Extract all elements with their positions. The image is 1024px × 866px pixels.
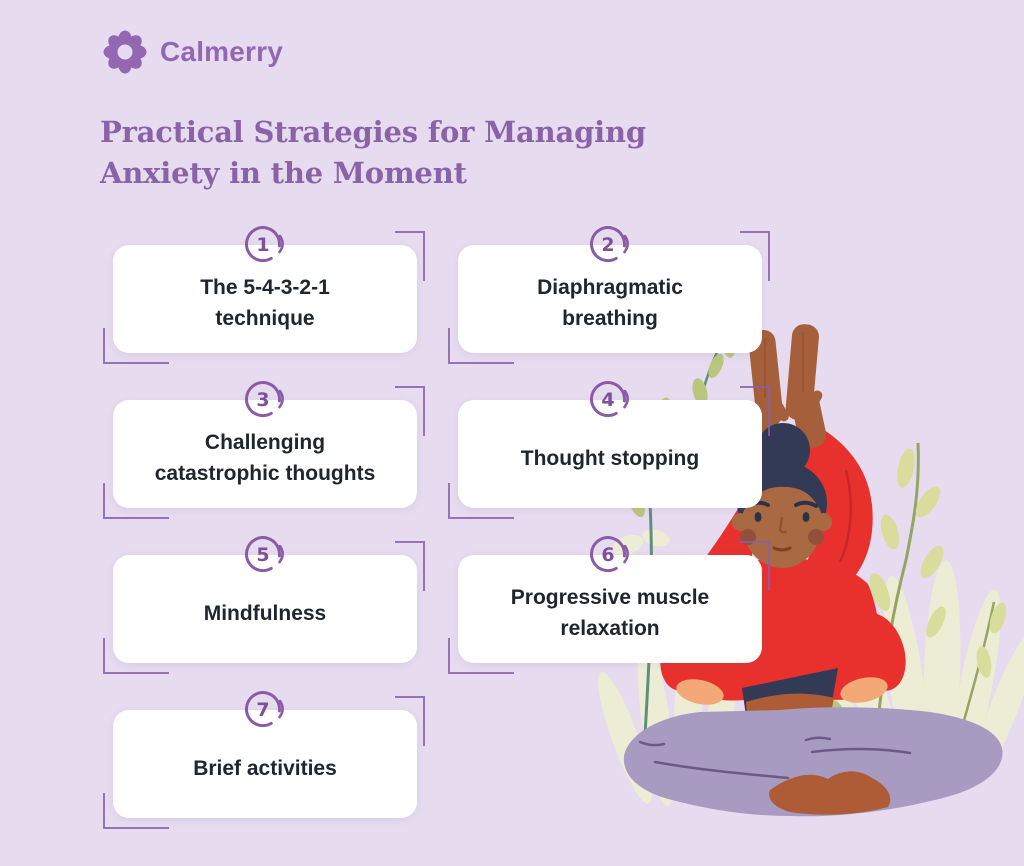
card-label: Brief activities: [193, 756, 337, 780]
badge-number: 1: [256, 234, 269, 256]
card-label: Mindfulness: [203, 601, 327, 625]
corner-bracket-top-right: [395, 231, 425, 281]
strategy-card-4: 4 Thought stopping: [448, 381, 770, 519]
corner-bracket-bottom-left: [448, 638, 514, 674]
badge-number: 7: [256, 699, 269, 721]
number-badge: 3: [245, 381, 284, 418]
corner-bracket-bottom-left: [448, 328, 514, 364]
feet: [769, 771, 891, 815]
card-label: Progressive muscle relaxation: [510, 586, 710, 640]
strategy-card-1: 1 The 5-4-3-2-1 technique: [103, 226, 425, 364]
corner-bracket-bottom-left: [103, 328, 169, 364]
card-label: The 5-4-3-2-1 technique: [200, 276, 330, 330]
number-badge: 7: [245, 691, 284, 728]
branch-right: [859, 442, 1007, 776]
strategy-card-6: 6 Progressive muscle relaxation: [448, 536, 770, 674]
page-title: Practical Strategies for Managing Anxiet…: [100, 112, 646, 194]
card-label: Challenging catastrophic thoughts: [154, 431, 376, 485]
strategy-card-7: 7 Brief activities: [103, 691, 425, 829]
branch-left: [624, 334, 848, 744]
strategy-card-3: 3 Challenging catastrophic thoughts: [103, 381, 425, 519]
badge-number: 6: [601, 544, 614, 566]
corner-bracket-bottom-left: [103, 793, 169, 829]
strategy-card-2: 2 Diaphragmatic breathing: [448, 226, 770, 364]
corner-bracket-bottom-left: [448, 483, 514, 519]
number-badge: 1: [245, 226, 284, 263]
number-badge: 5: [245, 536, 284, 573]
corner-bracket-bottom-left: [103, 483, 169, 519]
midriff: [746, 693, 834, 735]
flower-icon: [103, 30, 147, 74]
card-label: Thought stopping: [520, 446, 700, 470]
badge-number: 4: [601, 389, 614, 411]
strategy-card-5: 5 Mindfulness: [103, 536, 425, 674]
title-line-1: Practical Strategies for Managing: [100, 115, 646, 149]
title-line-2: Anxiety in the Moment: [100, 156, 467, 190]
card-label: Diaphragmatic breathing: [537, 276, 683, 330]
right-sleeve: [792, 416, 873, 588]
corner-bracket-top-right: [395, 541, 425, 591]
grass-right: [822, 560, 1024, 791]
corner-bracket-top-right: [395, 696, 425, 746]
number-badge: 4: [590, 381, 629, 418]
badge-number: 5: [256, 544, 269, 566]
badge-number: 2: [601, 234, 614, 256]
brand-logo: Calmerry: [103, 30, 283, 74]
badge-number: 3: [256, 389, 269, 411]
right-hand: [785, 324, 823, 421]
brand-name: Calmerry: [160, 36, 284, 67]
corner-bracket-bottom-left: [103, 638, 169, 674]
number-badge: 2: [590, 226, 629, 263]
corner-bracket-top-right: [395, 386, 425, 436]
corner-bracket-top-right: [740, 231, 770, 281]
crossed-legs: [623, 707, 1003, 817]
